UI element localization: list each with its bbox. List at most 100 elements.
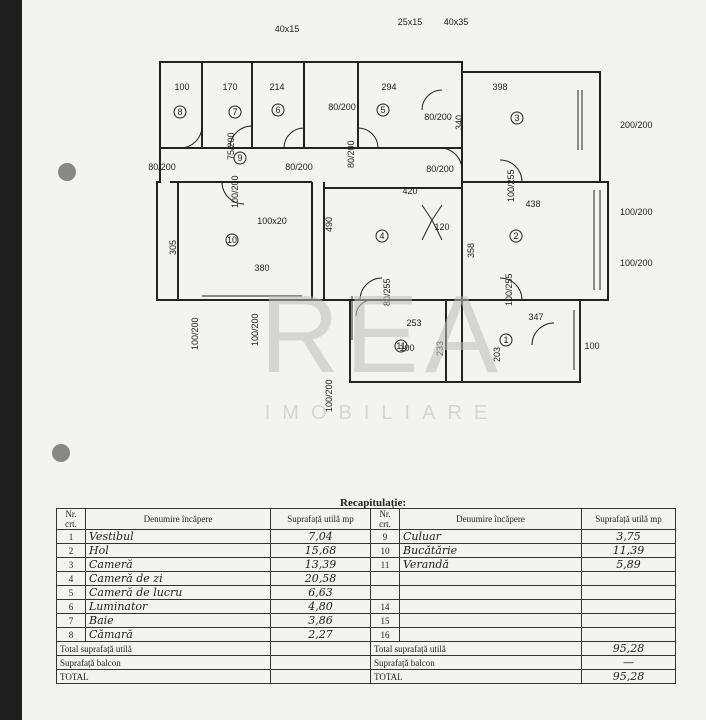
table-cell: Cameră de zi [85, 571, 271, 586]
door-spec: 80/200 [426, 164, 454, 174]
door-spec: 100/200 [324, 379, 334, 412]
table-cell: 3 [56, 557, 86, 572]
dimension-label: 438 [525, 199, 540, 209]
dimension-label: 120 [434, 222, 449, 232]
dimension-label: 380 [254, 263, 269, 273]
table-cell: Culuar [399, 529, 582, 544]
window-spec: 100/200 [620, 258, 653, 268]
window-spec: 200/200 [620, 120, 653, 130]
total-value: — [581, 655, 676, 670]
table-cell: 5,89 [581, 557, 676, 572]
table-cell [399, 585, 582, 600]
room-number: 7 [232, 107, 237, 117]
table-cell: 6,63 [270, 585, 371, 600]
table-cell: 10 [370, 543, 400, 558]
table-cell: Hol [85, 543, 271, 558]
dimension-label: 347 [528, 312, 543, 322]
table-cell: 3,86 [270, 613, 371, 628]
table-cell: 13,39 [270, 557, 371, 572]
table-cell: 15 [370, 613, 400, 628]
col-header: Nr. crt. [370, 508, 400, 530]
table-cell [370, 585, 400, 600]
punch-hole [58, 163, 76, 181]
room-number: 1 [503, 335, 508, 345]
room-number: 10 [227, 235, 237, 245]
dimension-label: 490 [324, 217, 334, 232]
room-number: 8 [177, 107, 182, 117]
dimension-label: 420 [402, 186, 417, 196]
col-header: Suprafață utilă mp [581, 508, 676, 530]
dimension-label: 203 [492, 347, 502, 362]
room-number: 4 [379, 231, 384, 241]
floor-plan: 8 7 6 5 3 2 4 10 11 1 9 40x15 25x15 40x3… [148, 17, 653, 412]
room-number: 11 [396, 341, 405, 351]
dimension-label: 233 [435, 341, 445, 356]
table-cell: 5 [56, 585, 86, 600]
dimension-label: 170 [222, 82, 237, 92]
total-label: TOTAL [370, 669, 582, 684]
dimension-label: 100 [399, 343, 414, 353]
table-cell: 11 [370, 557, 400, 572]
table-cell [581, 571, 676, 586]
col-header: Denumire încăpere [399, 508, 582, 530]
table-cell: 7,04 [270, 529, 371, 544]
table-cell: 4,80 [270, 599, 371, 614]
total-label: Suprafață balcon [370, 655, 582, 670]
col-header: Suprafață utilă mp [270, 508, 371, 530]
table-cell: 1 [56, 529, 86, 544]
door-spec: 100/255 [506, 169, 516, 202]
dimension-label: 100x20 [257, 216, 287, 226]
table-cell [581, 627, 676, 642]
table-cell: Bucătărie [399, 543, 582, 558]
door-spec: 100/200 [230, 175, 240, 208]
door-spec: 80/200 [148, 162, 176, 172]
col-header: Denumire încăpere [85, 508, 271, 530]
door-spec: 75/200 [226, 132, 236, 160]
total-value: 95,28 [581, 669, 676, 684]
table-cell [581, 613, 676, 628]
door-spec: 100/200 [190, 317, 200, 350]
total-label: Total suprafață utilă [370, 641, 582, 656]
table-cell: 2,27 [270, 627, 371, 642]
table-cell [581, 585, 676, 600]
plan-sheet: 8 7 6 5 3 2 4 10 11 1 9 40x15 25x15 40x3… [22, 0, 706, 720]
table-cell: 20,58 [270, 571, 371, 586]
total-value: 95,28 [581, 641, 676, 656]
room-number: 9 [237, 153, 242, 163]
door-spec: 100/200 [250, 313, 260, 346]
dimension-label: 253 [406, 318, 421, 328]
door-spec: 80/200 [285, 162, 313, 172]
col-header: Nr. crt. [56, 508, 86, 530]
window-spec: 100/200 [620, 207, 653, 217]
table-cell [399, 627, 582, 642]
room-number: 6 [275, 105, 280, 115]
room-number: 2 [513, 231, 518, 241]
total-label: Total suprafață utilă [56, 641, 271, 656]
table-cell: Verandă [399, 557, 582, 572]
table-cell: 16 [370, 627, 400, 642]
table-cell [399, 613, 582, 628]
table-cell: Vestibul [85, 529, 271, 544]
recap-title: Recapitulație: [340, 497, 406, 509]
total-label: Suprafață balcon [56, 655, 271, 670]
door-spec: 80/200 [346, 140, 356, 168]
dimension-label: 25x15 [398, 17, 423, 27]
dimension-label: 40x35 [444, 17, 469, 27]
table-cell: 2 [56, 543, 86, 558]
total-label: TOTAL [56, 669, 271, 684]
table-cell: 3,75 [581, 529, 676, 544]
dimension-label: 100 [584, 341, 599, 351]
door-spec: 80/255 [382, 278, 392, 306]
table-cell: Luminator [85, 599, 271, 614]
table-cell: 11,39 [581, 543, 676, 558]
door-spec: 100/255 [504, 273, 514, 306]
dimension-label: 340 [454, 115, 464, 130]
table-cell: 7 [56, 613, 86, 628]
dimension-label: 358 [466, 243, 476, 258]
